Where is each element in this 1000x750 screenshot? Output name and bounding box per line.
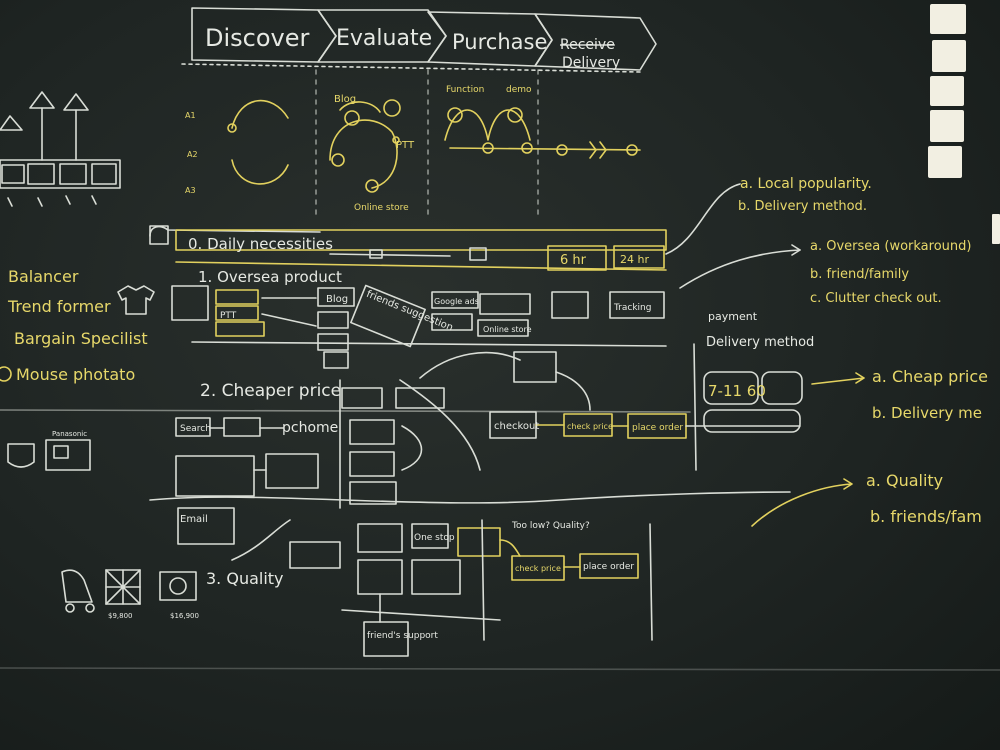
row2-pchome: pchome	[282, 420, 338, 436]
svg-text:Online store: Online store	[354, 203, 409, 213]
row2-checkout: checkout	[494, 421, 539, 432]
time-24hr: 24 hr	[620, 253, 649, 266]
note-payment: payment	[708, 310, 758, 323]
role-sketches	[0, 91, 121, 207]
row3-friends-support: friend's support	[367, 631, 438, 641]
stage-purchase: Purchase	[452, 30, 547, 54]
role-mouse-potato: Mouse photato	[16, 365, 135, 384]
stage-dividers	[315, 69, 539, 221]
stage-receive: Receive	[560, 37, 615, 53]
svg-text:Function: Function	[446, 85, 484, 95]
row2-place-order: place order	[632, 423, 683, 433]
note-oversea-workaround: a. Oversea (workaround)	[810, 239, 971, 254]
sticky-notes	[928, 4, 1000, 244]
role-balancer: Balancer	[8, 267, 79, 286]
row2-search: Search	[180, 424, 211, 434]
time-6hr: 6 hr	[560, 253, 587, 268]
note-clutter-checkout: c. Clutter check out.	[810, 291, 942, 306]
right-arrows	[665, 183, 865, 527]
baby-gear-sketch: $16,900 $9,800	[61, 569, 199, 620]
stage-delivery: Delivery	[562, 55, 620, 71]
note-friend-family: b. friend/family	[810, 267, 909, 282]
row2-label: 2. Cheaper price	[200, 381, 341, 401]
svg-text:Panasonic: Panasonic	[52, 430, 87, 438]
role-bullet-icon	[0, 366, 12, 382]
note-delivery-method-2: Delivery method	[706, 335, 814, 350]
svg-text:Blog: Blog	[334, 94, 356, 105]
row1-label: 1. Oversea product	[198, 268, 342, 286]
board-rail	[0, 667, 1000, 671]
role-trend-former: Trend former	[7, 297, 111, 316]
note-delivery-method-3: b. Delivery me	[872, 404, 982, 422]
note-quality: a. Quality	[866, 471, 943, 490]
svg-text:A1: A1	[185, 111, 196, 120]
row0-lane	[149, 225, 667, 271]
row3-check-price: check price	[515, 564, 561, 573]
stage-discover: Discover	[205, 24, 310, 52]
note-delivery-method-1: b. Delivery method.	[738, 199, 867, 214]
note-local-popularity: a. Local popularity.	[740, 176, 872, 192]
journey-loops: A1 A2 A3 Blog PTT Online store Function …	[185, 85, 641, 213]
row1-blog: Blog	[326, 294, 348, 305]
stage-evaluate: Evaluate	[336, 26, 432, 51]
role-bargain-specialist: Bargain Specilist	[14, 329, 148, 348]
row3-label: 3. Quality	[206, 569, 284, 588]
cookware-sketch: Panasonic	[7, 430, 91, 471]
shirt-sketch	[117, 285, 155, 315]
row2-check-price: check price	[567, 422, 613, 431]
row3-place-order: place order	[583, 562, 634, 572]
row1-boxes	[171, 284, 667, 369]
note-7-11-price: 7-11 60	[708, 382, 766, 400]
row3-email: Email	[180, 514, 208, 525]
svg-text:$16,900: $16,900	[170, 612, 199, 620]
svg-text:demo: demo	[506, 85, 532, 95]
row1-tracking: Tracking	[613, 303, 651, 313]
row3-one-stop: One stop	[414, 533, 455, 543]
row1-google-ads: Google ads	[434, 297, 479, 306]
stage-banner	[181, 7, 657, 73]
svg-text:$9,800: $9,800	[108, 612, 133, 620]
row1-friends-suggestion: friends suggestion	[365, 289, 455, 334]
svg-text:PTT: PTT	[396, 140, 415, 151]
row3-flow	[177, 507, 653, 657]
svg-text:A2: A2	[187, 150, 198, 159]
svg-text:A3: A3	[185, 186, 196, 195]
row1-online-store: Online store	[483, 325, 532, 334]
row3-too-low-quality: Too low? Quality?	[511, 521, 590, 531]
note-cheap-price: a. Cheap price	[872, 367, 988, 386]
note-friends-family: b. friends/fam	[870, 507, 982, 526]
row1-ptt: PTT	[220, 311, 237, 321]
row0-label: 0. Daily necessities	[188, 235, 333, 253]
